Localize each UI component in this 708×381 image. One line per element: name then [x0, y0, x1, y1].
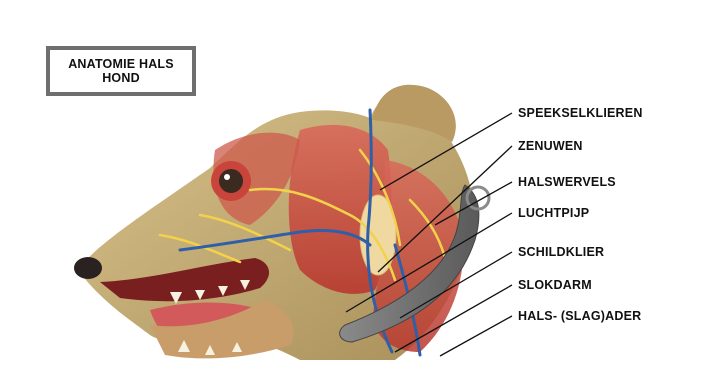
label-speekselklieren: SPEEKSELKLIEREN — [518, 106, 643, 120]
label-zenuwen: ZENUWEN — [518, 139, 583, 153]
leader-hals-slagader — [440, 316, 512, 356]
label-hals-slagader: HALS- (SLAG)ADER — [518, 309, 641, 323]
nose — [74, 257, 102, 279]
label-halswervels: HALSWERVELS — [518, 175, 616, 189]
eye — [219, 169, 243, 193]
label-slokdarm: SLOKDARM — [518, 278, 592, 292]
label-schildklier: SCHILDKLIER — [518, 245, 604, 259]
label-luchtpijp: LUCHTPIJP — [518, 206, 589, 220]
eye-highlight — [224, 174, 230, 180]
